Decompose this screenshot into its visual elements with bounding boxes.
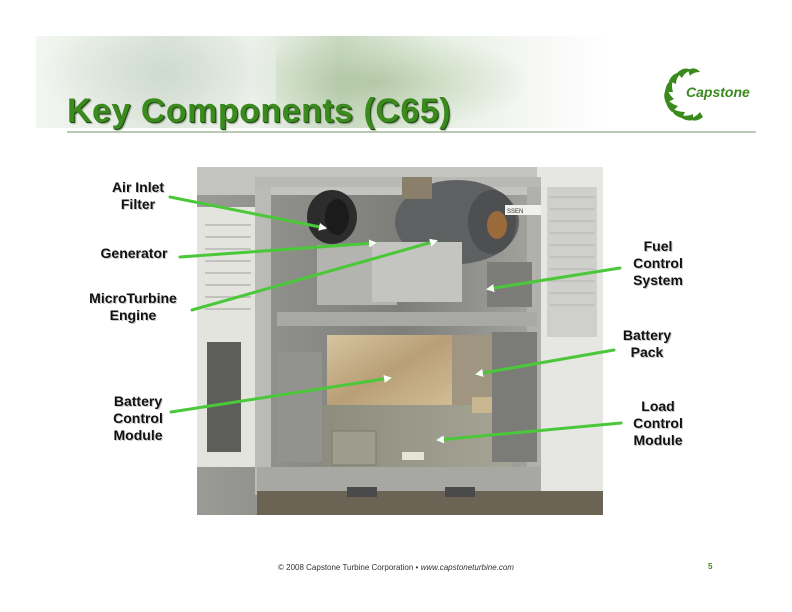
slide-title: Key Components (C65) xyxy=(67,92,452,130)
label-line: Fuel xyxy=(643,238,673,254)
label-fuel-control-system: Fuel Control System xyxy=(618,238,698,289)
label-line: Filter xyxy=(120,196,156,212)
label-line: System xyxy=(633,272,683,288)
footer: © 2008 Capstone Turbine Corporation • ww… xyxy=(0,563,792,572)
title-underline xyxy=(67,131,756,133)
label-load-control-module: Load Control Module xyxy=(618,398,698,449)
label-generator: Generator xyxy=(88,245,180,262)
c65-machine-illustration: SSEN xyxy=(197,167,603,515)
capstone-swirl-icon xyxy=(664,68,703,121)
label-battery-pack: Battery Pack xyxy=(607,327,687,361)
label-air-inlet-filter: Air Inlet Filter xyxy=(96,179,180,213)
label-line: Battery xyxy=(113,393,163,409)
panel-tag-text: SSEN xyxy=(507,209,523,215)
c65-photo: SSEN xyxy=(197,167,603,515)
logo-wordmark: Capstone xyxy=(686,84,750,100)
label-line: Control xyxy=(113,410,163,426)
capstone-logo: Capstone xyxy=(662,64,752,124)
label-line: Air Inlet xyxy=(111,179,165,195)
label-line: Load xyxy=(641,398,675,414)
label-line: Pack xyxy=(630,344,664,360)
label-line: MicroTurbine xyxy=(89,290,177,306)
label-battery-control-module: Battery Control Module xyxy=(96,393,180,444)
footer-separator: • xyxy=(415,563,419,572)
footer-copyright: © 2008 Capstone Turbine Corporation xyxy=(278,563,414,572)
label-line: Generator xyxy=(100,245,168,261)
header-banner xyxy=(36,36,756,128)
label-line: Engine xyxy=(109,307,157,323)
page-number: 5 xyxy=(708,562,713,571)
label-line: Control xyxy=(633,255,683,271)
footer-url: www.capstoneturbine.com xyxy=(420,563,514,572)
label-line: Control xyxy=(633,415,683,431)
label-line: Battery xyxy=(622,327,672,343)
label-line: Module xyxy=(633,432,683,448)
label-line: Module xyxy=(113,427,163,443)
label-microturbine-engine: MicroTurbine Engine xyxy=(74,290,192,324)
